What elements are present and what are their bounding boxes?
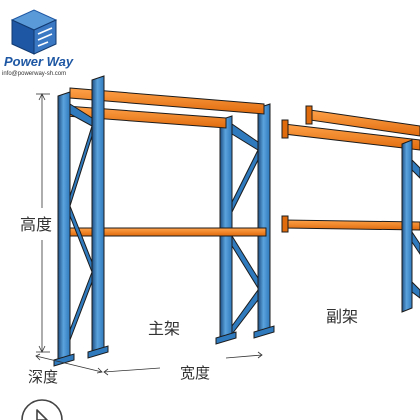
play-icon[interactable] bbox=[21, 399, 63, 420]
height-label: 高度 bbox=[20, 215, 52, 234]
width-label: 宽度 bbox=[180, 364, 210, 382]
sub-rack-beams bbox=[281, 105, 420, 233]
main-rack-back-frame bbox=[215, 103, 275, 345]
brand-name: Power Way bbox=[4, 54, 74, 69]
main-rack-front-frame bbox=[53, 75, 109, 367]
cube-logo-icon bbox=[10, 9, 58, 55]
width-dimension bbox=[103, 351, 263, 376]
depth-label: 深度 bbox=[28, 368, 58, 386]
sub-rack-label: 副架 bbox=[326, 307, 358, 326]
main-rack-label: 主架 bbox=[148, 319, 180, 338]
sub-rack-frame bbox=[401, 139, 420, 313]
brand-email: info@powerway-sh.com bbox=[2, 71, 66, 77]
depth-dimension bbox=[35, 353, 103, 374]
height-dimension bbox=[36, 93, 50, 353]
